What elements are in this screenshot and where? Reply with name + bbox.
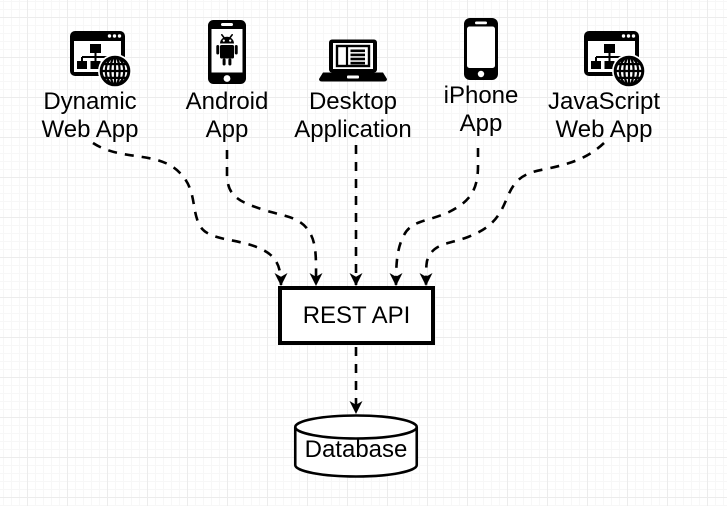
icon-area (463, 16, 499, 88)
icon-area (207, 16, 247, 88)
icon-area (561, 16, 647, 88)
node-label: Desktop Application (294, 88, 411, 144)
node-dynamic-web-app[interactable]: Dynamic Web App (5, 16, 175, 144)
node-desktop-application[interactable]: Desktop Application (268, 16, 438, 144)
node-label: Android App (186, 88, 269, 144)
database-label: Database (304, 436, 408, 463)
edge-android-app-to-rest-api[interactable] (225, 150, 323, 286)
browser-globe-icon (69, 30, 133, 88)
node-android-app[interactable]: Android App (142, 16, 312, 144)
iphone-icon (463, 17, 499, 81)
rest-api-label: REST API (302, 301, 411, 329)
label-line1: JavaScript (547, 88, 661, 115)
database-cylinder[interactable] (293, 414, 419, 478)
android-phone-icon (207, 19, 247, 85)
node-iphone-app[interactable]: iPhone App (396, 16, 566, 138)
node-rest-api[interactable]: REST API (278, 286, 435, 345)
icon-area (319, 16, 387, 88)
label-line2: Web App (41, 116, 139, 143)
edge-javascript-web-app-to-rest-api[interactable] (419, 142, 605, 286)
browser-globe-icon (583, 30, 647, 88)
label-line2: Application (294, 116, 412, 143)
label-line2: App (205, 116, 249, 143)
database-cylinder-top-edge (293, 426, 419, 440)
node-label: iPhone App (444, 82, 519, 138)
edge-iphone-app-to-rest-api[interactable] (389, 148, 480, 286)
node-javascript-web-app[interactable]: JavaScript Web App (519, 16, 689, 144)
node-label: JavaScript Web App (548, 88, 660, 144)
icon-area (47, 16, 133, 88)
label-line2: App (459, 110, 503, 137)
label-line2: Web App (555, 116, 653, 143)
label-line1: Android (185, 88, 269, 115)
label-line1: iPhone (443, 82, 519, 109)
node-database[interactable] (292, 413, 420, 481)
edge-dynamic-web-app-to-rest-api[interactable] (92, 141, 288, 286)
label-line1: Desktop (308, 88, 398, 115)
laptop-icon (319, 39, 387, 83)
label-line1: Dynamic (43, 88, 137, 115)
node-label: Dynamic Web App (42, 88, 139, 144)
